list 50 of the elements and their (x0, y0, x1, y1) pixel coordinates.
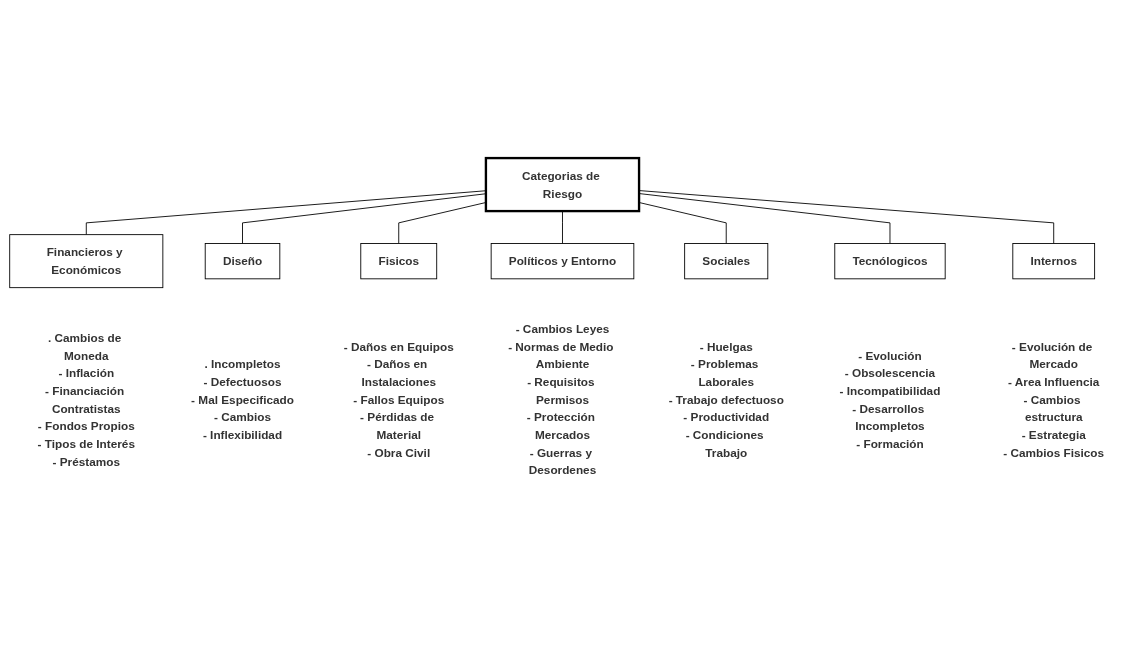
node-box: Diseño (204, 243, 280, 280)
connector-line (638, 193, 890, 244)
node-label: - Daños en Instalaciones (360, 357, 436, 389)
node-label: - Guerras y Desordenes (528, 446, 596, 477)
node-label: - Inflación (57, 366, 114, 380)
node-label: - Fallos Equipos (352, 393, 444, 407)
node-label: - Requisitos Permisos (526, 375, 595, 407)
node-box: Políticos y Entorno (490, 243, 634, 280)
connector-line (638, 202, 727, 244)
node-label: - Cambios Leyes (515, 322, 609, 336)
node-label: - Préstamos (52, 454, 120, 468)
connector-line (241, 193, 486, 244)
node-label: - Evolución (857, 348, 922, 362)
node-label: . Incompletos (204, 357, 280, 371)
node-label: - Tipos de Interés (37, 437, 135, 451)
node-label: - Incompatibilidad (839, 384, 940, 398)
node-box: Financieros y Económicos (8, 234, 163, 289)
node-label: - Obra Civil (366, 446, 430, 460)
node-label: - Condiciones Trabajo (685, 428, 764, 460)
node-box: Fisicos (359, 243, 437, 280)
node-label: - Productividad (682, 410, 769, 424)
node-box: Tecnólogicos (833, 243, 946, 280)
node-box: Sociales (683, 243, 768, 280)
node-label: - Area Influencia (1007, 375, 1099, 389)
node-label: - Mal Especificado (190, 393, 294, 407)
node-label: - Protección Mercados (526, 410, 595, 442)
node-label: - Problemas Laborales (690, 357, 758, 389)
node-label: - Daños en Equipos (343, 340, 454, 354)
node-label: - Estrategia (1021, 428, 1086, 442)
node-label: - Normas de Medio Ambiente (507, 340, 614, 371)
connector-line (85, 190, 486, 236)
node-label: - Obsolescencia (844, 366, 935, 380)
connector-line (397, 202, 486, 244)
node-label: . Cambios de Moneda (47, 331, 121, 362)
node-label: - Evolución de Mercado (1011, 340, 1092, 371)
node-label: - Trabajo defectuoso (668, 393, 784, 407)
node-label: - Cambios estructura (1023, 393, 1083, 424)
node-label: - Cambios (213, 410, 271, 424)
node-label: - Cambios Fisicos (1002, 446, 1104, 460)
node-label: - Pérdidas de Material (359, 410, 434, 442)
node-label: - Formación (855, 437, 924, 451)
node-label: - Desarrollos Incompletos (851, 401, 925, 433)
node-label: - Huelgas (699, 340, 753, 354)
node-label: - Fondos Propios (37, 419, 135, 433)
node-label: - Defectuosos (203, 375, 281, 389)
node-box: Categorias de Riesgo (484, 156, 640, 213)
node-box: Internos (1011, 243, 1095, 280)
connector-line (638, 190, 1054, 244)
node-label: - Inflexibilidad (202, 428, 282, 442)
node-label: - Financiación Contratistas (44, 384, 124, 415)
